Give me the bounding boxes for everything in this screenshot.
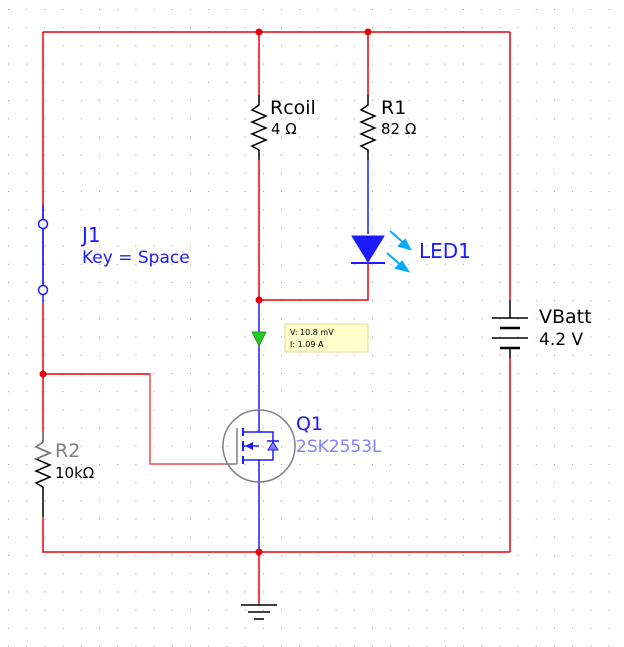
junction-drain: [255, 296, 263, 304]
r1-name-label: R1: [381, 97, 406, 119]
led-triangle: [351, 235, 385, 263]
pushbutton-switch-icon[interactable]: [37, 205, 49, 296]
q1-name-label: Q1: [296, 413, 323, 435]
r1-resistor[interactable]: [359, 95, 377, 160]
j1-key-label: Key = Space: [82, 248, 190, 268]
battery-icon[interactable]: [492, 300, 528, 358]
probe-arrow-icon[interactable]: [251, 331, 267, 347]
probe-tooltip: V: 10.8 mV I: 1.09 A: [284, 323, 369, 353]
junction-bottom: [255, 548, 263, 556]
junction-top-r1: [364, 28, 372, 36]
vbatt-value-label: 4.2 V: [539, 330, 583, 350]
nmos-transistor-icon[interactable]: [222, 409, 296, 483]
probe-current: I: 1.09 A: [290, 340, 324, 349]
junction-left-mid: [39, 370, 47, 378]
grid-dots: [8, 9, 610, 647]
r1-value-label: 82 Ω: [381, 120, 416, 138]
junction-top-rcoil: [255, 28, 263, 36]
wires-blue: [42, 160, 369, 552]
rcoil-resistor[interactable]: [250, 95, 268, 160]
junctions: [39, 28, 372, 556]
rcoil-name-label: Rcoil: [270, 97, 316, 119]
led1-name-label: LED1: [419, 239, 471, 263]
r2-name-label: R2: [55, 440, 80, 462]
probe-voltage: V: 10.8 mV: [290, 328, 334, 337]
ground-icon[interactable]: [241, 604, 277, 620]
led-icon[interactable]: [351, 230, 413, 273]
q1-part-label: 2SK2553L: [296, 437, 382, 457]
r2-highlight: [34, 432, 52, 460]
wire-gate[interactable]: [149, 374, 225, 465]
wire-rcoil-bottom[interactable]: [258, 160, 369, 301]
j1-name-label: J1: [80, 223, 101, 247]
rcoil-value-label: 4 Ω: [271, 120, 297, 138]
led-arrows: [386, 230, 413, 273]
vbatt-name-label: VBatt: [539, 306, 592, 328]
r2-value-label: 10kΩ: [55, 464, 94, 482]
wire-left-bottom[interactable]: [42, 517, 510, 553]
